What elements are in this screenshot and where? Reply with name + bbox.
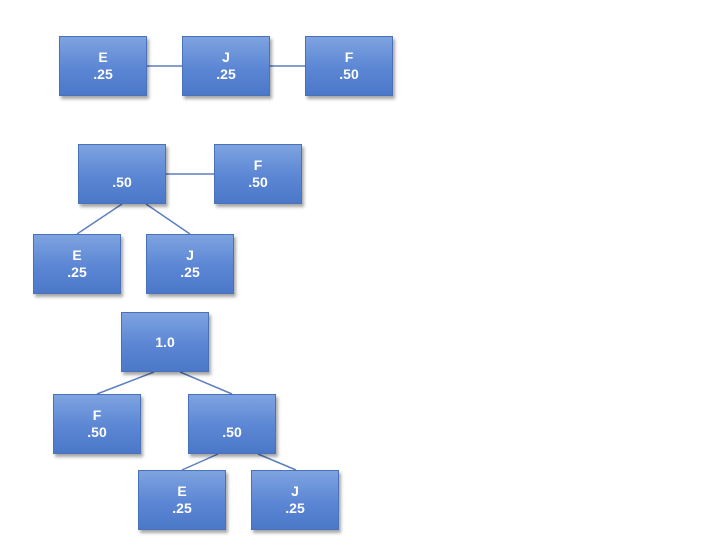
node-value: .25 bbox=[180, 264, 200, 280]
node-j-row1: J .25 bbox=[182, 36, 270, 96]
node-label: E bbox=[98, 49, 108, 65]
node-f-tree3: F .50 bbox=[53, 394, 141, 454]
node-e-tree3: E .25 bbox=[138, 470, 226, 530]
node-label: J bbox=[186, 247, 194, 263]
node-root-tree2: .50 bbox=[78, 144, 166, 204]
node-f-row1: F .50 bbox=[305, 36, 393, 96]
node-value: .50 bbox=[112, 174, 132, 190]
node-value: .50 bbox=[339, 66, 359, 82]
node-label: F bbox=[253, 157, 263, 173]
node-value: .50 bbox=[222, 424, 242, 440]
node-mid-tree3: .50 bbox=[188, 394, 276, 454]
node-label: J bbox=[291, 483, 299, 499]
node-j-tree3: J .25 bbox=[251, 470, 339, 530]
node-e-tree2: E .25 bbox=[33, 234, 121, 294]
edge-root2-e bbox=[76, 203, 123, 235]
node-e-row1: E .25 bbox=[59, 36, 147, 96]
node-value: .50 bbox=[248, 174, 268, 190]
node-label: F bbox=[344, 49, 354, 65]
edge-mid-e bbox=[181, 453, 219, 471]
edge-mid-j bbox=[257, 453, 297, 471]
node-root-tree3: 1.0 bbox=[121, 312, 209, 372]
node-value: .25 bbox=[216, 66, 236, 82]
edge-root3-mid bbox=[179, 371, 233, 395]
node-f-tree2: F .50 bbox=[214, 144, 302, 204]
node-value: .50 bbox=[87, 424, 107, 440]
node-j-tree2: J .25 bbox=[146, 234, 234, 294]
node-label: E bbox=[177, 483, 187, 499]
node-value: .25 bbox=[93, 66, 113, 82]
node-value: .25 bbox=[285, 500, 305, 516]
node-value: 1.0 bbox=[155, 333, 175, 350]
node-value: .25 bbox=[172, 500, 192, 516]
node-label: E bbox=[72, 247, 82, 263]
node-value: .25 bbox=[67, 264, 87, 280]
edge-root2-j bbox=[145, 203, 191, 235]
node-label: J bbox=[222, 49, 230, 65]
edge-root3-f bbox=[96, 371, 155, 395]
node-label: F bbox=[92, 407, 102, 423]
